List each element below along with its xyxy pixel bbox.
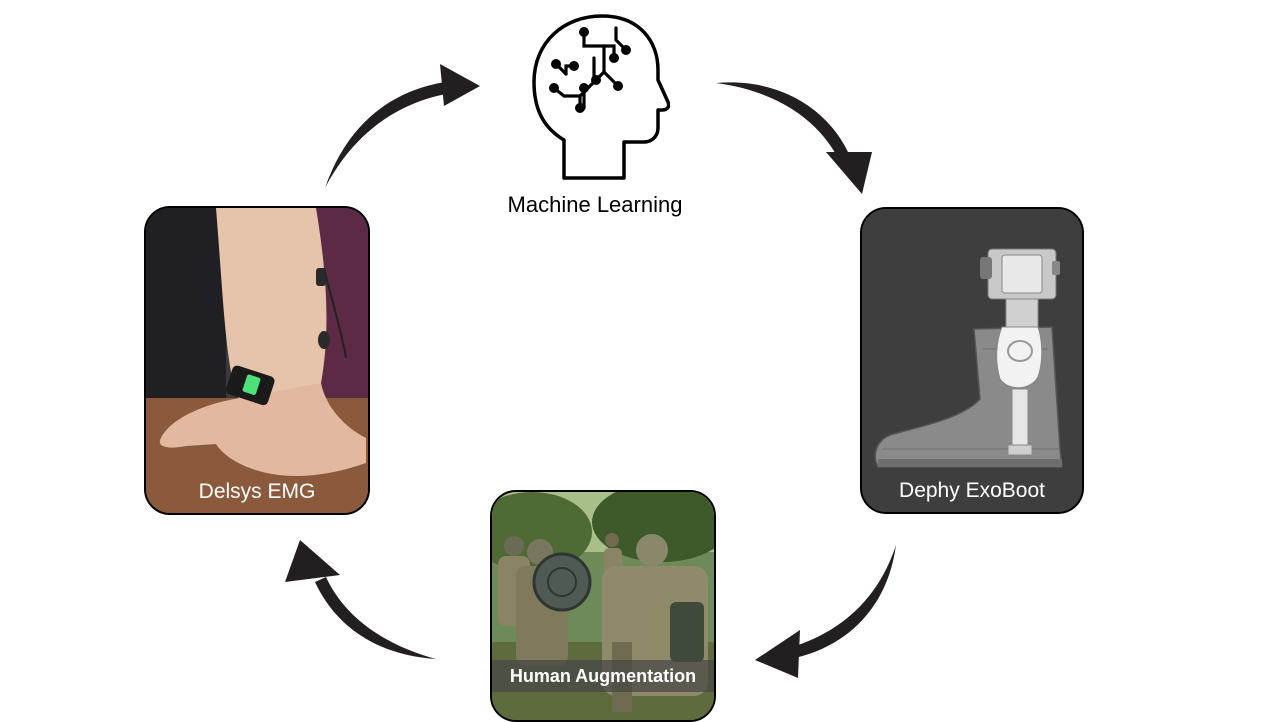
- dephy-exoboot-card: Dephy ExoBoot: [860, 207, 1084, 514]
- delsys-emg-label: Delsys EMG: [198, 480, 316, 503]
- human-augmentation-card: Human Augmentation: [490, 490, 716, 722]
- brain-circuit-head-icon: [532, 14, 670, 180]
- arrow-ml-to-exoboot: [716, 82, 872, 194]
- emg-sensor-on-forearm-photo: [146, 208, 368, 513]
- arrow-delsys-to-ml: [325, 64, 480, 188]
- arrow-human-to-delsys: [285, 540, 436, 659]
- machine-learning-label: Machine Learning: [507, 192, 683, 217]
- delsys-emg-card: Delsys EMG: [144, 206, 370, 515]
- dephy-exoboot-label: Dephy ExoBoot: [899, 479, 1045, 502]
- machine-learning-node: Machine Learning: [490, 10, 700, 217]
- human-augmentation-label: Human Augmentation: [492, 660, 714, 692]
- exoskeleton-boot-render: [862, 209, 1082, 512]
- arrow-exoboot-to-human: [755, 545, 896, 678]
